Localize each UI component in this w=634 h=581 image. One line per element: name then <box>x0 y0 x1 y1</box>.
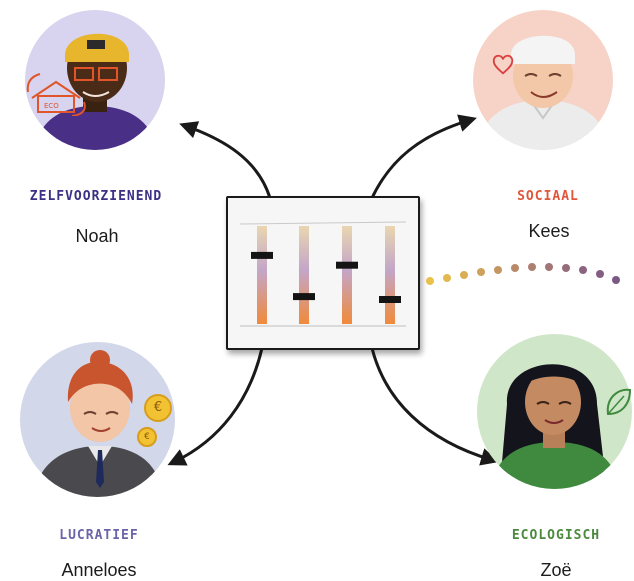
coin-icon-small: € <box>137 427 157 447</box>
persona-tag-sociaal: Sociaal <box>517 189 579 204</box>
coin-icon-large: € <box>144 394 172 422</box>
portrait-noah <box>25 10 165 150</box>
eco-house-icon: ECO <box>26 73 86 116</box>
persona-name-zoe: Zoë <box>540 560 572 580</box>
arrow-to-bottom-right <box>370 347 499 466</box>
slider-board-graphic <box>239 221 407 327</box>
arrow-to-top-right <box>370 114 477 199</box>
persona-name-anneloes: Anneloes <box>61 560 137 580</box>
persona-name-kees: Kees <box>528 221 570 241</box>
slider-handle-2 <box>293 293 315 301</box>
coin-symbol-large: € <box>153 400 163 415</box>
portrait-zoe <box>477 334 632 489</box>
slider-track-3 <box>342 226 352 324</box>
slider-handle-3 <box>336 261 358 269</box>
avatar-anneloes <box>20 342 175 497</box>
arrow-to-bottom-left <box>167 347 264 466</box>
slider-track-4 <box>385 226 395 324</box>
avatar-zoe <box>477 334 632 489</box>
avatar-kees <box>473 10 613 150</box>
portrait-kees <box>473 10 613 150</box>
arrow-to-top-left <box>179 121 272 199</box>
leaf-icon <box>606 388 632 416</box>
persona-tag-zelfvoorzienend: Zelfvoorzienend <box>29 189 163 204</box>
portrait-anneloes <box>20 342 175 497</box>
persona-tag-ecologisch: Ecologisch <box>511 528 601 543</box>
slider-track-1 <box>257 226 267 324</box>
slider-board <box>226 196 420 350</box>
avatar-noah <box>25 10 165 150</box>
board-top-rule <box>239 221 407 225</box>
heart-icon <box>492 54 514 75</box>
persona-tag-lucratief: Lucratief <box>59 528 139 543</box>
dotted-trail <box>426 263 620 285</box>
slider-track-2 <box>299 226 309 324</box>
eco-house-sign: ECO <box>44 102 59 110</box>
slider-handle-1 <box>251 251 273 259</box>
persona-name-noah: Noah <box>75 226 119 246</box>
slider-handle-4 <box>379 296 401 303</box>
coin-symbol-small: € <box>144 432 150 442</box>
